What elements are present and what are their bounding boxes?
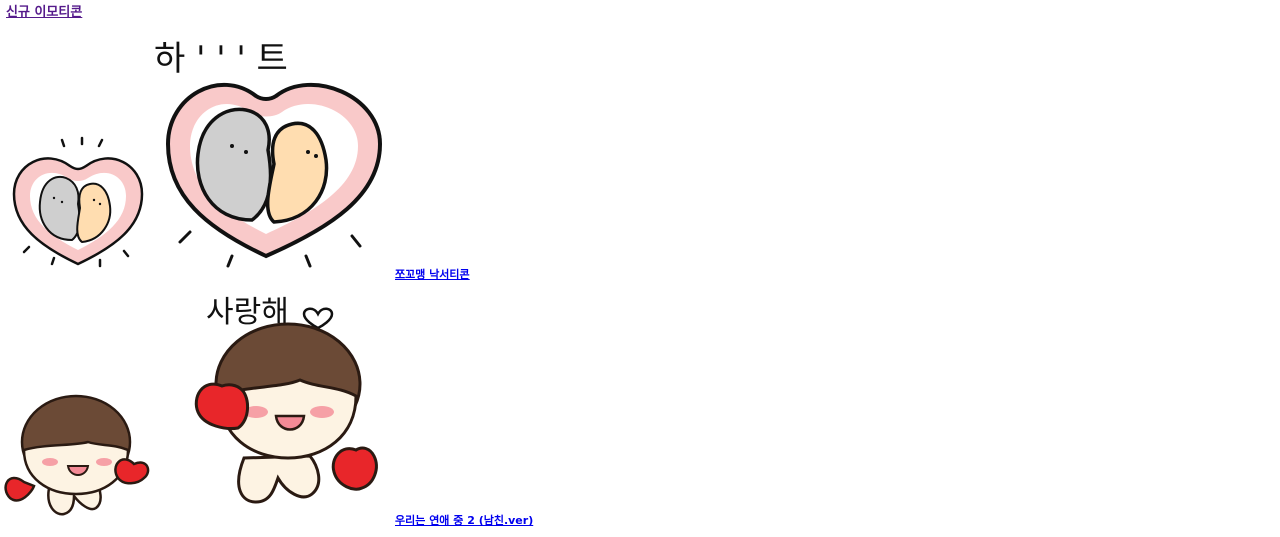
emoticon-item-1: 하 ' ' ' 트 쪼꼬맹 낙서티콘	[0, 26, 1280, 284]
emoticon-thumbnail-small[interactable]	[10, 136, 146, 272]
emoticon-thumbnail-small[interactable]	[4, 388, 154, 520]
sticker-caption: 하 ' ' ' 트	[154, 39, 288, 79]
new-emoticons-heading-link[interactable]: 신규 이모티콘	[6, 5, 83, 20]
boyfriend-hearts-sticker-large-icon: 사랑해	[194, 295, 378, 504]
emoticon-title-link[interactable]: 우리는 연애 중 2 (남친.ver)	[395, 514, 534, 527]
emoticon-item-2: 사랑해 우리는 연애 중 2 (남친.ver)	[0, 288, 1280, 530]
emoticon-thumbnail-large[interactable]: 사랑해	[192, 288, 382, 518]
heart-hug-sticker-icon	[12, 136, 144, 268]
heart-hug-sticker-large-icon: 하 ' ' ' 트	[154, 39, 383, 268]
boyfriend-hearts-sticker-icon	[4, 394, 150, 516]
emoticon-title-link[interactable]: 쪼꼬맹 낙서티콘	[395, 268, 470, 281]
emoticon-thumbnail-large[interactable]: 하 ' ' ' 트	[150, 34, 390, 274]
